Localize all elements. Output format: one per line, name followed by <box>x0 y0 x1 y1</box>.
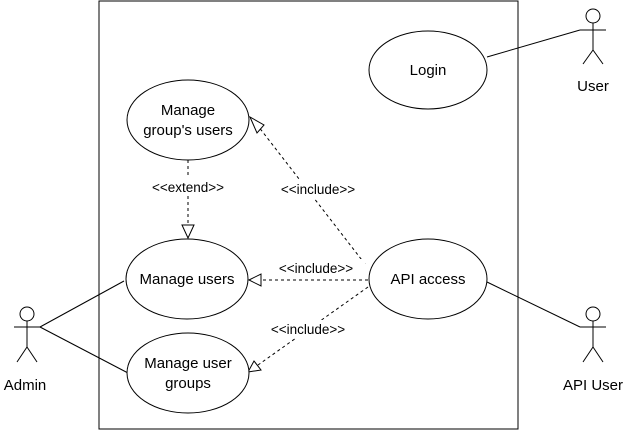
actor-api-user-leg-right <box>592 346 604 363</box>
include-edge-groups-users <box>257 125 366 265</box>
use-case-manage-groups-users-label-line2: group's users <box>143 122 233 139</box>
use-case-login <box>368 30 488 110</box>
system-boundary <box>98 0 519 430</box>
actor-admin-leg-right <box>26 346 38 363</box>
extend-label-bg <box>140 178 236 196</box>
actor-admin-head <box>19 306 35 322</box>
use-case-api-access <box>368 238 488 320</box>
use-case-api-access-label: API access <box>390 271 465 288</box>
include-arrowhead-user-groups <box>247 360 262 373</box>
actor-api-user-head <box>585 306 601 322</box>
association-admin-manage-user-groups <box>39 326 129 374</box>
actor-api-user <box>580 306 606 363</box>
association-login-user <box>486 29 581 58</box>
actor-user-head <box>585 8 601 24</box>
use-case-manage-user-groups-label-line1: Manage user <box>144 355 232 372</box>
actor-user-label: User <box>577 78 609 95</box>
use-case-manage-user-groups <box>126 332 250 414</box>
association-admin-manage-users <box>39 280 125 328</box>
actor-api-user-leg-left <box>582 346 594 363</box>
extend-arrowhead <box>181 224 195 240</box>
include-label-user-groups: <<include>> <box>271 322 345 337</box>
use-case-manage-users-label: Manage users <box>139 271 234 288</box>
actor-admin <box>14 306 40 363</box>
actor-user-leg-left <box>582 49 594 65</box>
use-case-manage-groups-users-label-line1: Manage <box>161 102 215 119</box>
use-case-login-label: Login <box>410 62 447 79</box>
include-label-groups-users: <<include>> <box>281 182 355 197</box>
use-case-manage-groups-users <box>126 79 250 161</box>
actor-user-leg-right <box>592 49 604 65</box>
include-label-bg-groups-users <box>271 180 367 198</box>
actor-admin-label: Admin <box>4 377 47 394</box>
extend-label: <<extend>> <box>152 180 224 195</box>
include-label-bg-user-groups <box>260 320 356 338</box>
actor-admin-leg-left <box>16 346 28 363</box>
use-case-manage-user-groups-label-line2: groups <box>165 375 211 392</box>
use-case-manage-users <box>125 238 249 320</box>
include-arrowhead-users <box>247 273 262 287</box>
include-arrowhead-groups-users <box>248 115 265 134</box>
actor-api-user-label: API User <box>563 377 623 394</box>
association-api-access-api-user <box>486 281 581 328</box>
actor-user <box>580 8 606 65</box>
include-label-users: <<include>> <box>279 261 353 276</box>
include-label-bg-users <box>269 259 365 277</box>
